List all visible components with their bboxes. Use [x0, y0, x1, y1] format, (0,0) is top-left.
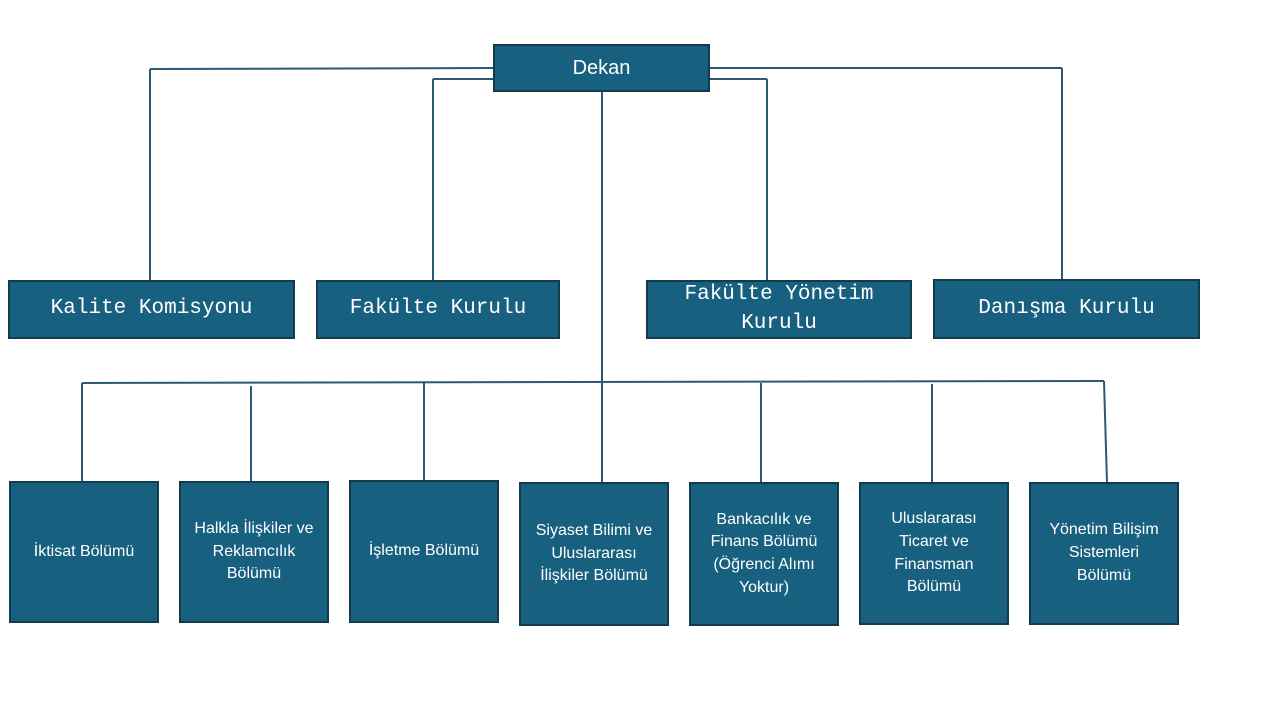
dept-label: Yönetim Bilişim Sistemleri Bölümü [1049, 521, 1159, 584]
board-label: Fakülte Kurulu [349, 297, 527, 321]
dept-uluslararasi-ticaret: Uluslararası Ticaret ve Finansman Bölümü [859, 482, 1009, 625]
board-danisma-kurulu: Danışma Kurulu [933, 279, 1200, 339]
dept-iktisat: İktisat Bölümü [9, 481, 159, 623]
dept-isletme: İşletme Bölümü [349, 480, 499, 623]
board-label: Kalite Komisyonu [50, 297, 253, 321]
dept-label: İşletme Bölümü [368, 542, 480, 560]
board-label: Danışma Kurulu [978, 296, 1155, 320]
dept-label: Siyaset Bilimi ve Uluslararası İlişkiler… [535, 521, 653, 585]
board-kalite-komisyonu: Kalite Komisyonu [8, 280, 295, 339]
board-label: Fakülte Yönetim Kurulu [684, 283, 874, 335]
dekan-label: Dekan [572, 56, 631, 79]
board-fakulte-yonetim-kurulu: Fakülte Yönetim Kurulu [646, 280, 912, 339]
dept-halkla-iliskiler: Halkla İlişkiler ve Reklamcılık Bölümü [179, 481, 329, 623]
dept-label: Halkla İlişkiler ve Reklamcılık Bölümü [194, 519, 314, 583]
dekan-box: Dekan [493, 44, 710, 92]
dept-label: İktisat Bölümü [33, 542, 135, 560]
dept-label: Bankacılık ve Finans Bölümü (Öğrenci Alı… [710, 510, 818, 596]
board-fakulte-kurulu: Fakülte Kurulu [316, 280, 560, 339]
dept-label: Uluslararası Ticaret ve Finansman Bölümü [891, 510, 977, 596]
dept-siyaset-bilimi: Siyaset Bilimi ve Uluslararası İlişkiler… [519, 482, 669, 626]
dept-yonetim-bilisim: Yönetim Bilişim Sistemleri Bölümü [1029, 482, 1179, 625]
dept-bankacilik-finans: Bankacılık ve Finans Bölümü (Öğrenci Alı… [689, 482, 839, 626]
